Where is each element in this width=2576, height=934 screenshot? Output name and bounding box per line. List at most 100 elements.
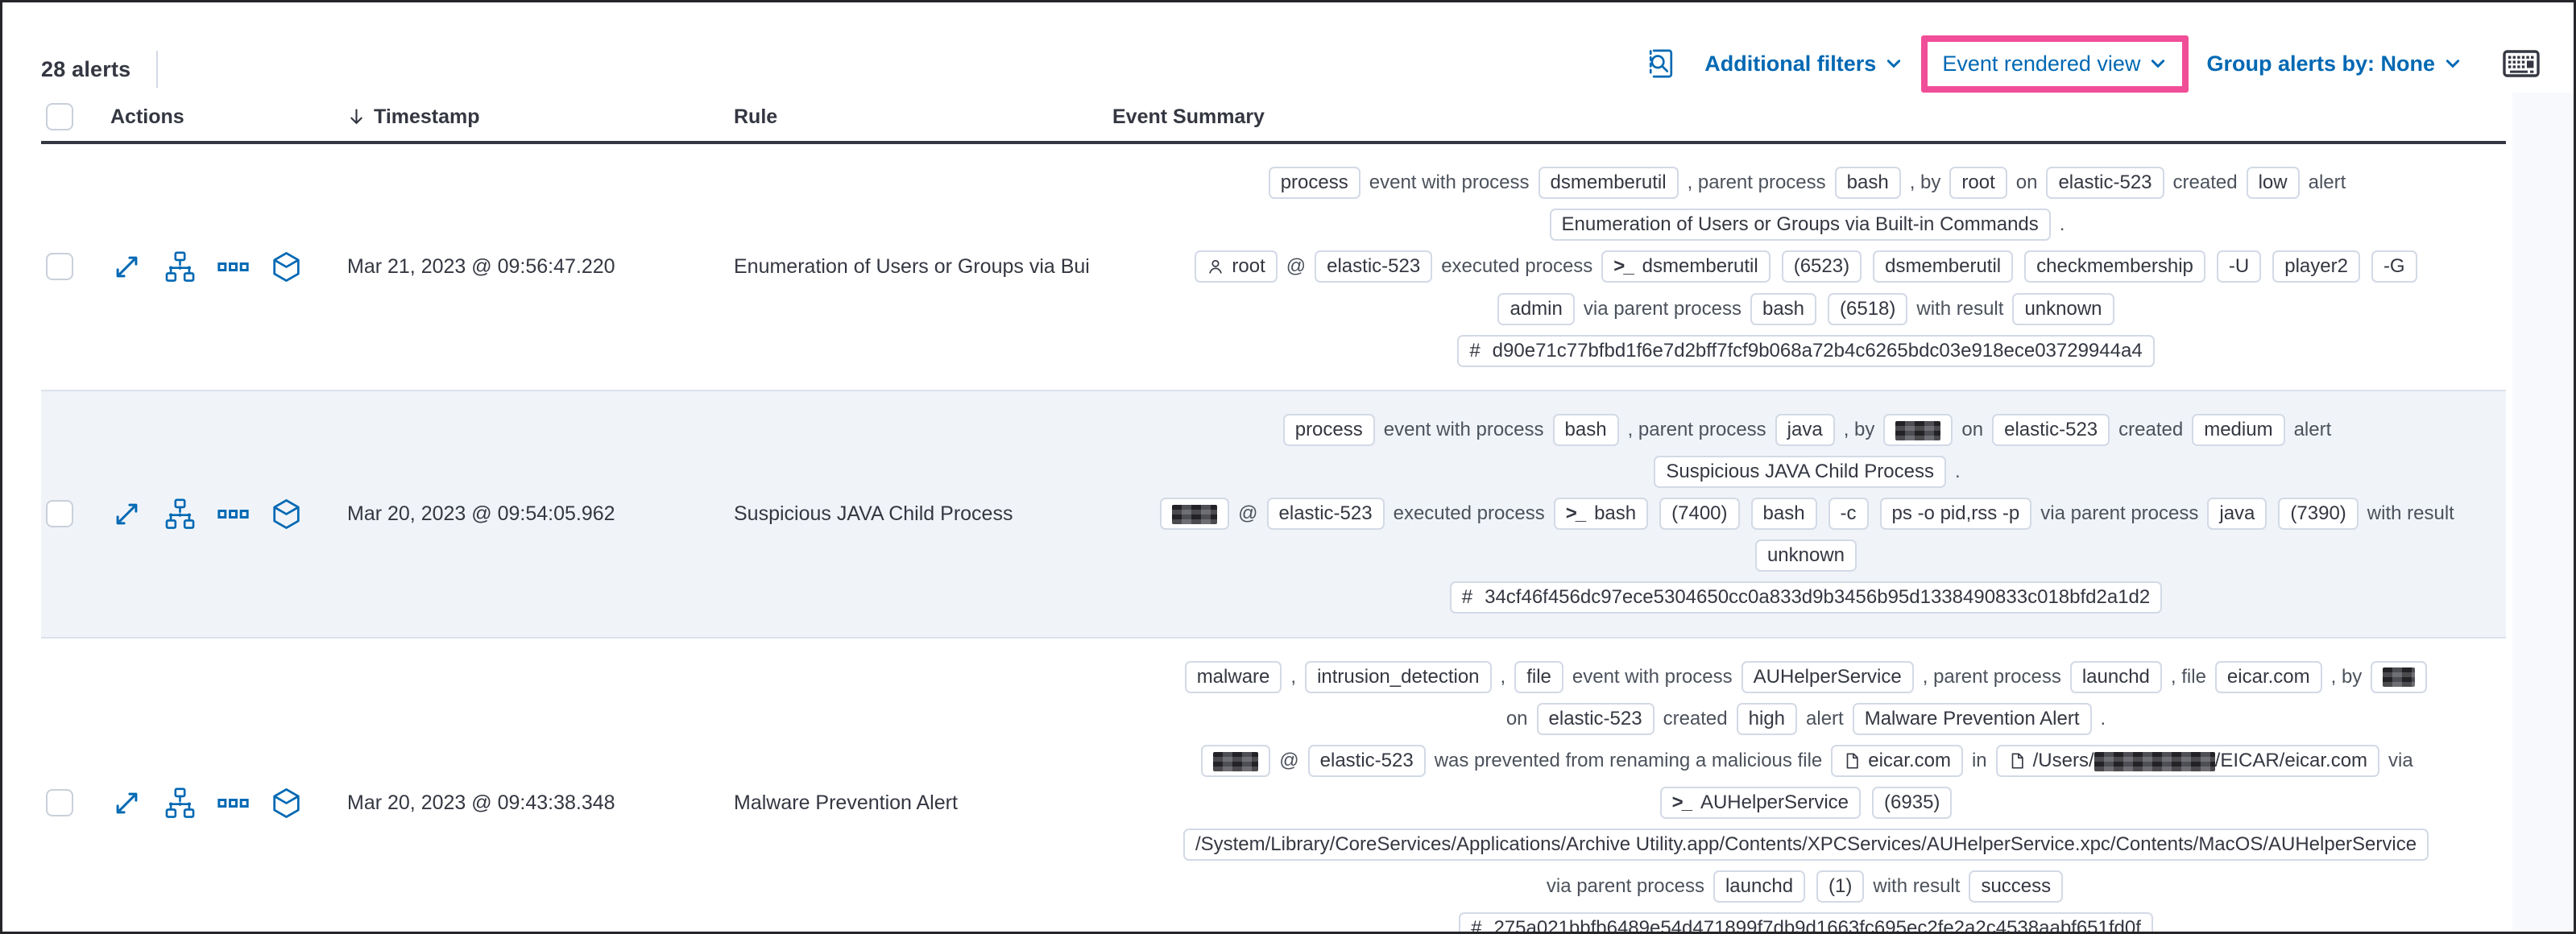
inspect-icon[interactable] [1645,48,1677,80]
summary-badge: (6518) [1828,292,1908,325]
summary-text: event with process [1383,418,1544,440]
rule-cell: Suspicious JAVA Child Process [734,502,1013,525]
summary-text: alert [2308,172,2346,193]
analyze-event-icon[interactable] [164,787,197,820]
group-alerts-by-button[interactable]: Group alerts by: None [2195,52,2474,76]
row-checkbox[interactable] [46,253,73,281]
badge-label: d90e71c77bfbd1f6e7d2bff7fcf9b068a72b4c62… [1492,339,2143,362]
badge-label: unknown [1766,544,1845,567]
more-actions-icon[interactable] [217,787,250,820]
badge-label: elastic-523 [1327,255,1421,278]
summary-badge: admin [1497,292,1575,325]
badge-label: bash [1846,172,1889,193]
summary-badge: -U [2216,250,2262,283]
expand-icon[interactable] [110,250,143,283]
document-icon [1843,752,1861,770]
badge-label: bash [1594,502,1637,525]
summary-badge: AUHelperService [1741,660,1914,693]
badge-label: checkmembership [2036,255,2193,278]
badge-label: elastic-523 [1319,750,1414,772]
summary-badge [1883,413,1953,446]
row-checkbox[interactable] [46,500,73,528]
keyboard-shortcuts-icon[interactable] [2503,50,2540,77]
header-timestamp-label: Timestamp [374,105,480,128]
summary-badge: elastic-523 [2046,167,2164,199]
row-checkbox[interactable] [46,789,73,817]
session-view-icon[interactable] [270,498,303,531]
summary-badge: elastic-523 [1992,413,2110,446]
timestamp-cell: Mar 20, 2023 @ 09:54:05.962 [347,502,615,525]
hash-icon: # [1469,339,1481,362]
badge-label: launchd [2081,665,2150,688]
summary-badge: dsmemberutil [1873,250,2014,283]
scrollbar-track[interactable] [2512,93,2574,932]
badge-label: 275a021bbfb6489e54d471899f7db9d1663fc695… [1493,917,2141,934]
header-timestamp[interactable]: Timestamp [341,105,734,129]
summary-badge: Suspicious JAVA Child Process [1654,456,1946,489]
summary-text: via parent process [2040,502,2199,525]
sort-descending-icon [350,108,362,124]
summary-badge: (6935) [1872,787,1953,820]
badge-label: (6518) [1840,297,1896,320]
event-rendered-view-button[interactable]: Event rendered view [1937,52,2172,76]
select-all-checkbox[interactable] [46,103,73,130]
badge-label: (6523) [1793,255,1850,278]
expand-icon[interactable] [110,498,143,531]
summary-text: , by [1843,418,1875,440]
badge-label: elastic-523 [1278,502,1373,525]
summary-badge: (7390) [2278,498,2359,531]
timestamp-cell: Mar 21, 2023 @ 09:56:47.220 [347,254,615,278]
summary-text: executed process [1441,255,1593,278]
terminal-icon: >_ [1671,791,1692,814]
summary-badge: dsmemberutil [1538,167,1679,199]
badge-label: player2 [2284,255,2348,278]
analyze-event-icon[interactable] [164,250,197,283]
summary-badge: root [1195,250,1278,283]
additional-filters-button[interactable]: Additional filters [1693,52,1915,76]
summary-badge: file [1514,660,1563,693]
badge-label: AUHelperService [1753,665,1902,688]
row-actions [99,787,341,820]
badge-label: (7390) [2290,502,2346,525]
summary-badge [2371,660,2428,693]
alerts-count: 28 alerts [41,56,131,81]
badge-label: file [1526,665,1551,688]
summary-badge: launchd [2069,660,2162,693]
session-view-icon[interactable] [270,787,303,820]
chevron-down-icon [1887,60,1901,68]
summary-badge: >_bash [1553,498,1649,531]
alerts-count-bar: 28 alerts [41,51,159,88]
badge-label: process [1294,418,1363,440]
badge-label: AUHelperService [1700,791,1849,814]
event-rendered-view-label: Event rendered view [1942,51,2141,76]
more-actions-icon[interactable] [217,250,250,283]
badge-label: (1) [1828,875,1853,898]
badge-label: unknown [2024,297,2102,320]
summary-badge: process [1282,413,1375,446]
summary-text: via parent process [1583,297,1741,320]
session-view-icon[interactable] [270,250,303,283]
summary-badge: ps -o pid,rss -p [1879,498,2032,531]
summary-badge: elastic-523 [1536,702,1655,735]
badge-label: high [1748,707,1786,729]
summary-badge: elastic-523 [1266,498,1385,531]
header-event-summary: Event Summary [1112,105,1265,128]
summary-text: created [2118,418,2184,440]
summary-badge: bash [1552,413,1619,446]
more-actions-icon[interactable] [217,498,250,531]
badge-label [1895,417,1941,443]
summary-badge: # d90e71c77bfbd1f6e7d2bff7fcf9b068a72b4c6… [1457,334,2155,367]
summary-badge: checkmembership [2024,250,2205,283]
badge-label: elastic-523 [1548,707,1642,729]
summary-badge: /Users//EICAR/eicar.com [1995,745,2380,778]
user-icon [1207,258,1224,275]
badge-label [1172,501,1218,527]
expand-icon[interactable] [110,787,143,820]
analyze-event-icon[interactable] [164,498,197,531]
redacted-text [1895,420,1941,440]
summary-text: with result [1873,875,1961,898]
badge-label: /System/Library/CoreServices/Application… [1195,833,2417,856]
